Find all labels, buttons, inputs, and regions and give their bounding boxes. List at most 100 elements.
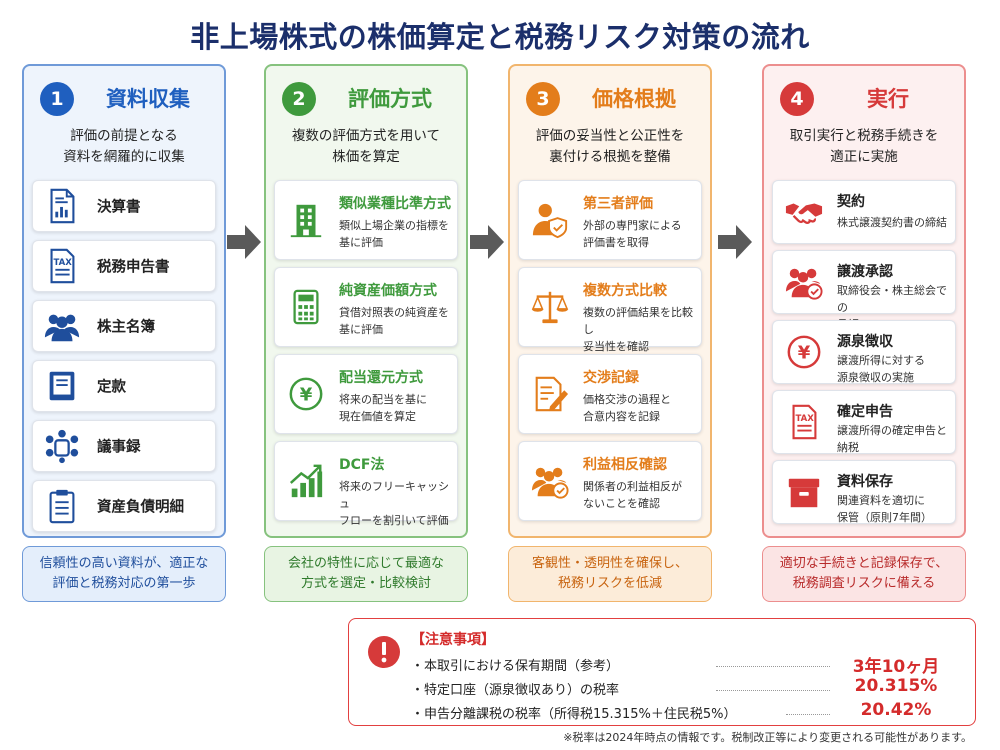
step-4-column: 4 実行 取引実行と税務手続きを 適正に実施 契約 株式譲渡契約書の締結 譲渡承… bbox=[762, 64, 966, 538]
page-title: 非上場株式の株価算定と税務リスク対策の流れ bbox=[190, 20, 810, 54]
document-card: TAX 税務申告書 bbox=[32, 240, 216, 292]
caution-title: 【注意事項】 bbox=[411, 632, 495, 648]
document-label: 株主名簿 bbox=[97, 319, 155, 336]
arrow-right-icon bbox=[718, 225, 752, 259]
leader-dots bbox=[786, 714, 830, 715]
growth-chart-icon bbox=[289, 464, 323, 498]
evidence-description: 外部の専門家による評価書を取得 bbox=[583, 219, 682, 249]
step-2-column: 2 評価方式 複数の評価方式を用いて 株価を算定 類似業種比準方式 類似上場企業… bbox=[264, 64, 468, 538]
document-card: 議事録 bbox=[32, 420, 216, 472]
caution-label: ・申告分離課税の税率（所得税15.315%＋住民税5%） bbox=[411, 707, 737, 722]
tax-form-icon: TAX bbox=[792, 404, 817, 440]
svg-text:TAX: TAX bbox=[53, 258, 72, 268]
caution-row: ・本取引における保有期間（参考） 3年10ヶ月 bbox=[411, 655, 955, 677]
yen-coin-icon: ¥ bbox=[289, 377, 323, 411]
evidence-title: 交渉記録 bbox=[583, 370, 639, 386]
execution-description: 譲渡所得に対する源泉徴収の実施 bbox=[837, 354, 925, 384]
calculator-icon bbox=[293, 289, 319, 325]
step-description: 評価の妥当性と公正性を 裏付ける根拠を整備 bbox=[535, 128, 685, 165]
expert-shield-icon bbox=[532, 203, 568, 239]
meeting-icon bbox=[45, 429, 79, 464]
method-title: 類似業種比準方式 bbox=[339, 196, 451, 212]
evidence-title: 複数方式比較 bbox=[583, 283, 667, 299]
step-2-header: 2 評価方式 bbox=[266, 82, 466, 118]
shareholders-icon bbox=[44, 314, 80, 342]
arrow-right-icon bbox=[227, 225, 261, 259]
step-1-summary: 信頼性の高い資料が、適正な評価と税務対応の第一歩 bbox=[22, 546, 226, 602]
footnote: ※税率は2024年時点の情報です。税制改正等により変更される可能性があります。 bbox=[563, 731, 972, 744]
execution-title: 契約 bbox=[837, 194, 865, 210]
method-title: 純資産価額方式 bbox=[339, 283, 437, 299]
leader-dots bbox=[716, 690, 830, 691]
execution-card: 譲渡承認 取締役会・株主総会での承認 bbox=[772, 250, 956, 331]
caution-label: ・特定口座（源泉徴収あり）の税率 bbox=[411, 683, 620, 698]
step-description: 複数の評価方式を用いて 株価を算定 bbox=[291, 128, 441, 165]
document-pen-icon bbox=[535, 376, 569, 412]
execution-description: 関連資料を適切に保管（原則7年間） bbox=[837, 494, 932, 524]
step-number: 1 bbox=[40, 82, 74, 116]
execution-card: ¥ 源泉徴収 譲渡所得に対する源泉徴収の実施 bbox=[772, 320, 956, 384]
evidence-description: 価格交渉の過程と合意内容を記録 bbox=[583, 393, 671, 423]
step-4-summary: 適切な手続きと記録保存で、税務調査リスクに備える bbox=[762, 546, 966, 602]
caution-box: 【注意事項】 ・本取引における保有期間（参考） 3年10ヶ月 ・特定口座（源泉徴… bbox=[348, 618, 976, 726]
evidence-card: 利益相反確認 関係者の利益相反がないことを確認 bbox=[518, 441, 702, 521]
articles-book-icon bbox=[49, 371, 75, 401]
leader-dots bbox=[716, 666, 830, 667]
yen-coin-icon: ¥ bbox=[787, 335, 821, 369]
method-title: 配当還元方式 bbox=[339, 370, 423, 386]
group-check-icon bbox=[531, 467, 569, 499]
document-label: 税務申告書 bbox=[97, 259, 170, 276]
step-number: 3 bbox=[526, 82, 560, 116]
execution-title: 確定申告 bbox=[837, 404, 893, 420]
method-card: 類似業種比準方式 類似上場企業の指標を基に評価 bbox=[274, 180, 458, 260]
step-title: 評価方式 bbox=[348, 87, 432, 111]
document-card: 定款 bbox=[32, 360, 216, 412]
evidence-description: 複数の評価結果を比較し妥当性を確認 bbox=[583, 306, 693, 353]
method-list: 類似業種比準方式 類似上場企業の指標を基に評価 純資産価額方式 貸借対照表の純資… bbox=[274, 180, 458, 528]
step-number: 4 bbox=[780, 82, 814, 116]
exclamation-icon bbox=[368, 636, 400, 668]
step-2-summary: 会社の特性に応じて最適な方式を選定・比較検討 bbox=[264, 546, 468, 602]
document-list: 決算書 TAX 税務申告書 株主名簿 定款 bbox=[32, 180, 216, 532]
execution-description: 株式譲渡契約書の締結 bbox=[837, 216, 947, 229]
caution-value: 20.42% bbox=[860, 700, 932, 720]
document-card: 株主名簿 bbox=[32, 300, 216, 352]
step-title: 価格根拠 bbox=[592, 87, 676, 111]
caution-row: ・特定口座（源泉徴収あり）の税率 20.315% bbox=[411, 676, 955, 699]
caution-value: 20.315% bbox=[854, 676, 938, 696]
method-card: DCF法 将来のフリーキャッシュフローを割引いて評価 bbox=[274, 441, 458, 527]
evidence-card: 複数方式比較 複数の評価結果を比較し妥当性を確認 bbox=[518, 267, 702, 353]
tax-form-icon: TAX bbox=[50, 248, 75, 284]
step-3-summary: 客観性・透明性を確保し、税務リスクを低減 bbox=[508, 546, 712, 602]
handshake-icon bbox=[785, 203, 823, 224]
caution-label: ・本取引における保有期間（参考） bbox=[411, 659, 620, 674]
arrow-right-icon bbox=[470, 225, 504, 259]
svg-text:¥: ¥ bbox=[798, 343, 811, 364]
method-card: ¥ 配当還元方式 将来の配当を基に現在価値を算定 bbox=[274, 354, 458, 434]
step-4-header: 4 実行 bbox=[764, 82, 964, 118]
step-description: 取引実行と税務手続きを 適正に実施 bbox=[789, 128, 939, 165]
method-description: 貸借対照表の純資産を基に評価 bbox=[339, 306, 449, 336]
method-description: 将来のフリーキャッシュフローを割引いて評価 bbox=[339, 480, 449, 527]
building-icon bbox=[290, 204, 322, 238]
method-title: DCF法 bbox=[339, 457, 385, 473]
evidence-title: 利益相反確認 bbox=[583, 457, 667, 473]
method-description: 将来の配当を基に現在価値を算定 bbox=[339, 393, 427, 423]
step-description: 評価の前提となる 資料を網羅的に収集 bbox=[63, 128, 185, 165]
method-card: 純資産価額方式 貸借対照表の純資産を基に評価 bbox=[274, 267, 458, 347]
document-label: 定款 bbox=[97, 379, 126, 396]
financial-statement-icon bbox=[50, 188, 75, 224]
execution-title: 源泉徴収 bbox=[837, 334, 893, 350]
evidence-list: 第三者評価 外部の専門家による評価書を取得 複数方式比較 複数の評価結果を比較し… bbox=[518, 180, 702, 528]
caution-row: ・申告分離課税の税率（所得税15.315%＋住民税5%） 20.42% bbox=[411, 700, 955, 723]
evidence-card: 第三者評価 外部の専門家による評価書を取得 bbox=[518, 180, 702, 260]
svg-text:¥: ¥ bbox=[300, 385, 313, 406]
step-3-column: 3 価格根拠 評価の妥当性と公正性を 裏付ける根拠を整備 第三者評価 外部の専門… bbox=[508, 64, 712, 538]
document-card: 資産負債明細 bbox=[32, 480, 216, 532]
caution-value: 3年10ヶ月 bbox=[852, 657, 940, 677]
execution-card: TAX 確定申告 譲渡所得の確定申告と納税 bbox=[772, 390, 956, 454]
execution-description: 譲渡所得の確定申告と納税 bbox=[837, 424, 947, 454]
evidence-description: 関係者の利益相反がないことを確認 bbox=[583, 480, 682, 510]
clipboard-icon bbox=[49, 489, 75, 524]
group-check-icon bbox=[785, 268, 823, 300]
